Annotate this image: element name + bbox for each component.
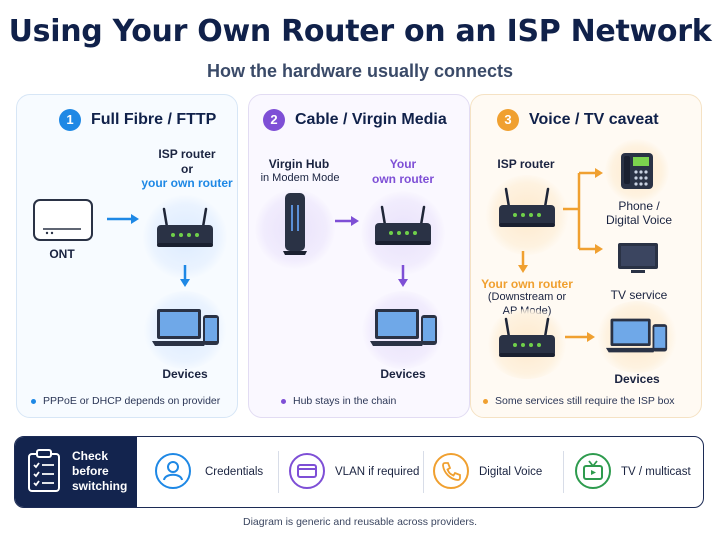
- arrow-down-icon: [518, 251, 528, 273]
- hub-label: Virgin Hub: [268, 157, 330, 171]
- panel-heading-text: Voice / TV caveat: [529, 111, 659, 129]
- panel-full-fibre: 1 Full Fibre / FTTP ISP router or your ow…: [16, 94, 238, 418]
- desk-phone-icon: [621, 153, 653, 189]
- branch-arrows-icon: [563, 168, 603, 254]
- step-number-badge: 1: [59, 109, 81, 131]
- own-router-label: Your: [389, 157, 417, 171]
- panel-heading-text: Cable / Virgin Media: [295, 111, 447, 129]
- card-icon: [289, 453, 325, 489]
- own-router-label-2: own router: [372, 172, 434, 186]
- checklist-item-vlan: VLAN if required: [335, 466, 420, 478]
- checklist-heading-box: Check before switching: [15, 437, 137, 507]
- isp-router-label: ISP router: [497, 157, 555, 171]
- isp-router-icon: [497, 187, 557, 231]
- arrow-right-icon: [335, 216, 359, 226]
- divider: [278, 451, 279, 493]
- checklist-heading-line-3: switching: [72, 479, 128, 493]
- bullet-dot: [483, 398, 488, 404]
- phone-label: Phone /: [618, 199, 660, 213]
- isp-router-label: ISP router: [158, 147, 216, 161]
- panel-note: Hub stays in the chain: [281, 395, 396, 407]
- phone-icon: [433, 453, 469, 489]
- own-router-icon: [497, 317, 557, 361]
- footer-note: Diagram is generic and reusable across p…: [242, 516, 478, 528]
- checklist-heading: Check before switching: [72, 449, 127, 494]
- clipboard-icon: [28, 449, 60, 492]
- user-icon: [155, 453, 191, 489]
- panel-cable: 2 Cable / Virgin Media Virgin Hub in Mode…: [248, 94, 470, 418]
- checklist-item-credentials: Credentials: [205, 466, 264, 478]
- phone-label-2: Digital Voice: [605, 213, 673, 227]
- hub-icon: [283, 193, 307, 255]
- ont-label: ONT: [49, 247, 75, 261]
- tv-icon: [575, 453, 611, 489]
- own-router-label: Your own router: [481, 277, 573, 291]
- panel-note-text: Hub stays in the chain: [293, 395, 397, 407]
- arrow-down-icon: [398, 265, 408, 287]
- devices-label: Devices: [380, 367, 426, 381]
- panel-note: Some services still require the ISP box: [483, 395, 675, 407]
- ont-icon: [33, 199, 93, 241]
- or-label: or: [181, 162, 193, 176]
- checklist-bar: Check before switching Credentials VLAN …: [14, 436, 704, 508]
- panel-heading: 3 Voice / TV caveat: [497, 109, 659, 131]
- checklist-item-tv-multicast: TV / multicast: [621, 466, 691, 478]
- devices-icon: [369, 305, 439, 351]
- devices-icon: [605, 315, 669, 357]
- arrow-right-icon: [107, 214, 139, 224]
- devices-label: Devices: [162, 367, 208, 381]
- step-number-badge: 2: [263, 109, 285, 131]
- tv-label: TV service: [610, 288, 668, 302]
- checklist-heading-line-2: before: [72, 464, 109, 478]
- divider: [423, 451, 424, 493]
- panel-note-text: Some services still require the ISP box: [495, 395, 675, 407]
- step-number-badge: 3: [497, 109, 519, 131]
- bullet-dot: [31, 398, 36, 404]
- checklist-heading-line-1: Check: [72, 449, 109, 463]
- panel-heading-text: Full Fibre / FTTP: [91, 111, 217, 129]
- arrow-down-icon: [180, 265, 190, 287]
- divider: [563, 451, 564, 493]
- panel-voice-tv: 3 Voice / TV caveat ISP router Phone / Di…: [470, 94, 702, 418]
- arrow-right-icon: [565, 332, 595, 342]
- tv-icon: [618, 243, 658, 273]
- panel-heading: 1 Full Fibre / FTTP: [59, 109, 216, 131]
- devices-label: Devices: [614, 372, 660, 386]
- page-title: Using Your Own Router on an ISP Network: [8, 14, 712, 49]
- panel-note-text: PPPoE or DHCP depends on provider: [43, 395, 221, 407]
- devices-icon: [151, 305, 221, 351]
- hub-mode-label: in Modem Mode: [260, 172, 340, 184]
- page-subtitle: How the hardware usually connects: [206, 61, 514, 81]
- checklist-item-digital-voice: Digital Voice: [479, 466, 543, 478]
- own-router-mode-label: (Downstream or: [487, 291, 567, 303]
- router-icon: [373, 205, 433, 249]
- router-icon: [155, 207, 215, 251]
- panel-heading: 2 Cable / Virgin Media: [263, 109, 447, 131]
- panel-note: PPPoE or DHCP depends on provider: [31, 395, 220, 407]
- bullet-dot: [281, 398, 286, 404]
- own-router-label: your own router: [141, 176, 233, 190]
